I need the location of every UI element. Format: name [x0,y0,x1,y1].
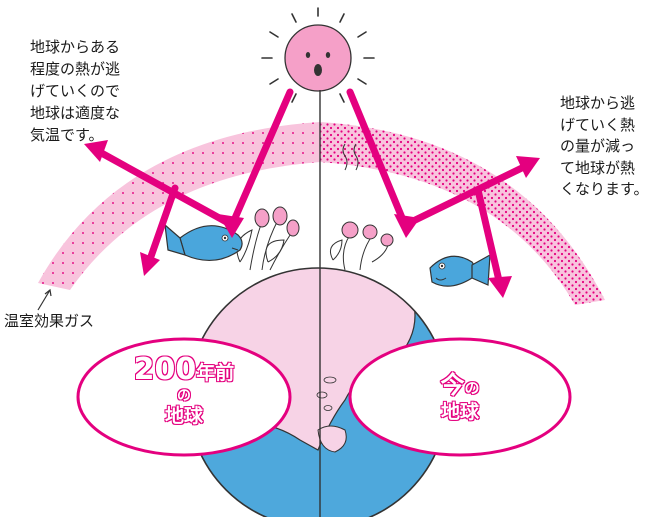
sun-icon [261,7,375,103]
past-number: 200 [133,351,197,387]
now-no: の [464,378,480,397]
present-earth-label: 今の 地球 [410,365,510,424]
caption-past: 地球からある 程度の熱が逃 げていくので 地球は適度な 気温です。 [30,38,121,144]
now-earth: 地球 [440,400,479,423]
past-earth-label: 200年前 の 地球 [104,351,264,427]
past-earth: 地球 [164,404,203,427]
past-suffix: 年前 [196,361,235,384]
arrow-icon [346,88,532,289]
wilted-flower-icon [330,143,394,271]
now-ima: 今 [440,370,465,399]
past-no: の [176,387,191,404]
greenhouse-gas-label: 温室効果ガス [4,312,95,330]
caption-present: 地球から逃 げていく熱 の量が減っ て地球が熱 くなります。 [560,94,649,198]
past-earth-oval [76,337,292,457]
fish-icon [429,253,491,287]
flower-icon [236,206,300,271]
arrow-icon [84,140,244,276]
arrow-icon [92,88,294,269]
fish-icon [164,223,243,261]
greenhouse-gas-band [37,122,605,311]
present-earth-oval [348,337,572,457]
arrow-icon [394,156,540,298]
